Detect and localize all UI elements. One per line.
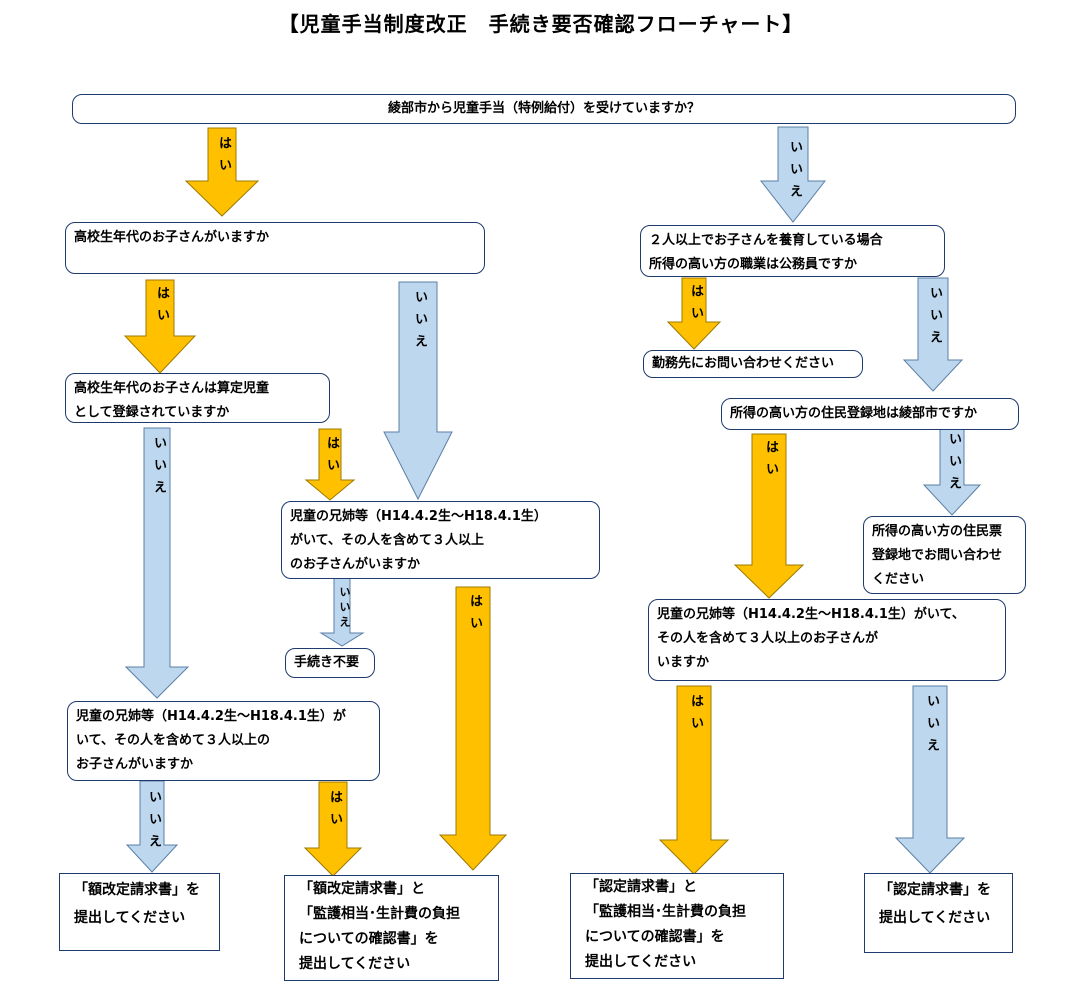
q6-line-2: 所得の高い方の職業は公務員ですか [649,257,858,272]
yes-arrow-8 [438,586,508,871]
q3-line-1: 高校生年代のお子さんは算定児童 [74,381,270,396]
no-arrow-16 [894,685,966,874]
yes-label-10: はい [327,790,342,834]
question-santei-jido: 高校生年代のお子さんは算定児童 として登録されていますか [65,373,330,423]
question-public-servant: ２人以上でお子さんを養育している場合 所得の高い方の職業は公務員ですか [640,225,945,277]
no-arrow-2 [759,126,827,223]
result-ask-residence: 所得の高い方の住民票 登録地でお問い合わせ ください [863,516,1026,594]
page-title: 【児童手当制度改正 手続き要否確認フローチャート】 [278,12,804,36]
q4-line-2: がいて、その人を含めて３人以上 [290,533,484,548]
yes-label-11: はい [688,284,703,328]
r3-line-4: 提出してください [585,954,697,970]
q8-line-2: その人を含めて３人以上のお子さんが [657,631,879,646]
yes-label-5: はい [324,436,339,480]
question-tokurei: 綾部市から児童手当（特例給付）を受けていますか？ [72,94,1016,124]
question-siblings-b: 児童の兄姉等（H14.4.2生～H18.4.1生）が いて、その人を含めて３人以… [67,701,380,781]
yes-arrow-15 [658,685,730,875]
r2-line-3: についての確認書」を [299,931,439,947]
no-label-2: いいえ [787,140,802,206]
no-arrow-7 [319,577,365,647]
result-nintei-kakunin: 「認定請求書」と 「監護相当･生計費の負担 についての確認書」を 提出してくださ… [570,873,784,979]
no-label-12: いいえ [927,286,942,352]
no-arrow-4 [383,281,453,501]
r-register-line-2: 登録地でお問い合わせ [872,548,1003,563]
r2-line-1: 「額改定請求書」と [299,881,425,897]
r3-line-2: 「監護相当･生計費の負担 [585,904,746,920]
q5-line-3: お子さんがいますか [76,757,194,772]
r2-line-2: 「監護相当･生計費の負担 [299,906,460,922]
q4-line-3: のお子さんがいますか [290,557,421,572]
r1-line-2: 提出してください [74,910,186,926]
yes-label-15: はい [688,694,703,738]
question-highschool-child: 高校生年代のお子さんがいますか [65,222,485,274]
question-siblings-a: 児童の兄姉等（H14.4.2生～H18.4.1生） がいて、その人を含めて３人以… [281,501,600,579]
no-label-14: いいえ [946,432,961,498]
result-gaku-kaitei-kakunin: 「額改定請求書」と 「監護相当･生計費の負担 についての確認書」を 提出してくだ… [284,875,499,981]
no-label-6: いいえ [151,436,166,502]
no-arrow-14 [922,425,982,516]
yes-arrow-11 [666,277,722,350]
no-arrow-9 [125,780,179,873]
no-label-4: いいえ [412,290,427,356]
no-arrow-6 [124,427,190,699]
yes-arrow-10 [303,781,363,877]
no-label-16: いいえ [924,694,939,760]
question-siblings-c: 児童の兄姉等（H14.4.2生～H18.4.1生）がいて、 その人を含めて３人以… [648,599,1006,681]
r-register-line-1: 所得の高い方の住民票 [872,524,1003,539]
no-label-7: いいえ [338,586,351,631]
q8-line-1: 児童の兄姉等（H14.4.2生～H18.4.1生）がいて、 [657,607,965,622]
r3-line-3: についての確認書」を [585,929,725,945]
no-arrow-12 [902,277,964,392]
result-gaku-kaitei: 「額改定請求書」を 提出してください [59,873,220,951]
result-nintei: 「認定請求書」を 提出してください [864,873,1013,953]
yes-arrow-5 [304,428,356,501]
question-residence-ayabe: 所得の高い方の住民登録地は綾部市ですか [721,398,1019,430]
yes-label-1: はい [216,136,231,180]
yes-arrow-3 [123,279,197,374]
q6-line-1: ２人以上でお子さんを養育している場合 [649,233,883,248]
yes-label-3: はい [154,286,169,330]
q5-line-2: いて、その人を含めて３人以上の [76,733,270,748]
yes-arrow-13 [733,433,805,599]
yes-label-8: はい [467,594,482,638]
result-ask-employer: 勤務先にお問い合わせください [643,350,863,378]
r-register-line-3: ください [872,572,925,587]
r3-line-1: 「認定請求書」と [585,879,697,895]
r4-line-2: 提出してください [879,910,991,926]
yes-arrow-1 [184,127,260,217]
q4-line-1: 児童の兄姉等（H14.4.2生～H18.4.1生） [290,509,547,524]
no-label-9: いいえ [146,790,161,856]
q5-line-1: 児童の兄姉等（H14.4.2生～H18.4.1生）が [76,709,346,724]
r2-line-4: 提出してください [299,956,411,972]
result-no-procedure: 手続き不要 [285,648,375,678]
r1-line-1: 「額改定請求書」を [74,882,200,898]
q3-line-2: として登録されていますか [74,405,230,420]
yes-label-13: はい [763,440,778,484]
r4-line-1: 「認定請求書」を [879,882,991,898]
q8-line-3: いますか [657,655,710,670]
